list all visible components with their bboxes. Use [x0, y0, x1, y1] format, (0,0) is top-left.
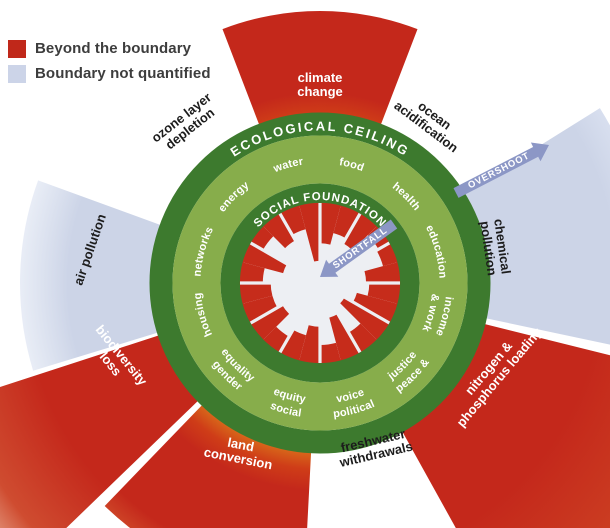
shortfall-bar-water [280, 205, 306, 235]
shortfall-bar-networks [242, 243, 287, 274]
beyond-boundary-label: Beyond the boundary [35, 40, 192, 57]
sector-divider [321, 283, 391, 325]
ecological-ceiling-ring [149, 112, 491, 454]
not-quantified-label: Boundary not quantified [35, 65, 211, 82]
shortfall-bars [239, 202, 401, 364]
shortfall-bar-water [299, 202, 320, 262]
beyond-boundary-swatch [8, 39, 26, 58]
shortfall-bar-peace-justice [340, 297, 390, 340]
shortfall-bar-networks [239, 262, 265, 283]
overshoot-arrow [453, 142, 549, 198]
sector-divider [278, 284, 320, 354]
shortfall-bar-energy [250, 226, 274, 250]
shortfall-bar-housing [242, 295, 278, 324]
shortfall-bar-gender-equality [250, 304, 290, 340]
sector-divider [278, 212, 320, 282]
shortfall-bar-social-equity [299, 325, 320, 364]
shortfall-bar-food [320, 202, 341, 245]
shortfall-bar-peace-justice [348, 323, 377, 353]
sector-divider [320, 284, 362, 354]
sector-divider [249, 241, 319, 283]
legend-item-beyond: Beyond the boundary [8, 36, 211, 61]
shortfall-bar-health [343, 213, 377, 251]
shortfall-bar-energy [263, 213, 296, 249]
shortfall-bar-political-voice [320, 342, 341, 364]
label-ozone-depletion: ozone layerdepletion [148, 90, 222, 157]
not-quantified-swatch [8, 64, 26, 83]
shortfall-bar-income-work [353, 292, 398, 324]
shortfall-bar-food [333, 205, 361, 239]
shortfall-bar-social-equity [280, 329, 306, 361]
shortfall-arrow [320, 219, 398, 277]
shortfall-bar-income-work [367, 283, 401, 304]
wedge-air-pollution [20, 180, 179, 371]
shortfall-bar-education [364, 262, 401, 283]
safe-space-ring [172, 135, 468, 431]
boundary-rings [149, 112, 491, 454]
legend: Beyond the boundary Boundary not quantif… [8, 36, 211, 86]
sector-divider [249, 283, 319, 325]
shortfall-bar-housing [239, 283, 273, 304]
wedge-biodiversity-loss [0, 329, 213, 528]
shortfall-bar-political-voice [329, 314, 361, 361]
legend-item-not-quantified: Boundary not quantified [8, 61, 211, 86]
social-foundation-ring [220, 183, 420, 383]
wedge-climate-change [222, 11, 418, 144]
